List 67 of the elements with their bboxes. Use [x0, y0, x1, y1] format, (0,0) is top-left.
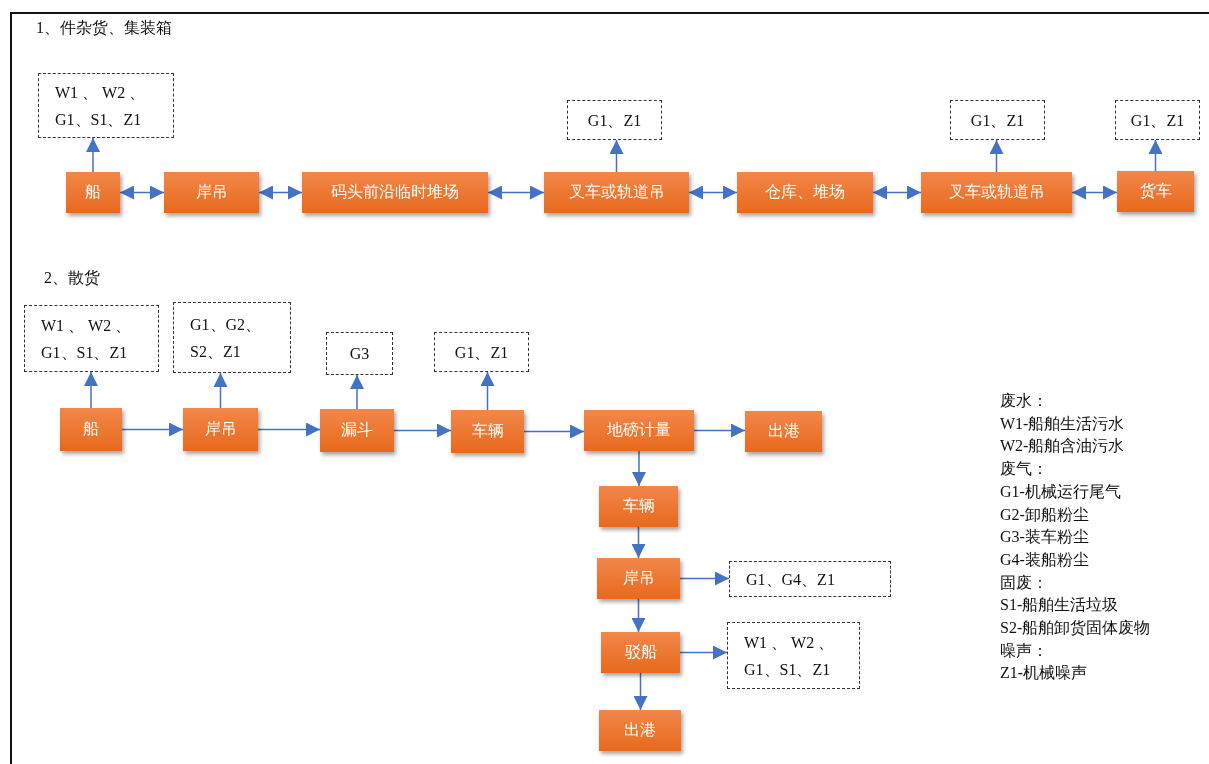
- arrow: [633, 672, 648, 711]
- process-box: 地磅计量: [584, 410, 694, 451]
- arrow: [632, 450, 646, 487]
- arrow: [679, 645, 728, 660]
- process-box: 仓库、堆场: [737, 172, 873, 213]
- arrow: [213, 372, 228, 409]
- emission-box: W1 、 W2 、 G1、S1、Z1: [727, 622, 860, 689]
- process-box: 货车: [1117, 171, 1194, 212]
- arrow: [480, 371, 495, 411]
- arrow: [84, 371, 98, 409]
- arrow: [609, 139, 624, 173]
- emission-box: G1、Z1: [567, 100, 662, 140]
- arrow: [1071, 185, 1118, 200]
- legend-text: W1-船舶生活污水: [1000, 413, 1125, 434]
- arrow: [121, 422, 184, 437]
- legend-text: 固废：: [1000, 572, 1048, 593]
- arrow: [350, 374, 364, 410]
- arrow: [1148, 139, 1163, 172]
- section-heading: 1、件杂货、集装箱: [36, 18, 172, 38]
- legend-text: G1-机械运行尾气: [1000, 481, 1121, 502]
- legend-text: 噪声：: [1000, 640, 1048, 661]
- arrow: [989, 139, 1004, 173]
- process-box: 叉车或轨道吊: [921, 172, 1072, 213]
- legend-text: G4-装船粉尘: [1000, 549, 1089, 570]
- arrow: [693, 423, 746, 438]
- emission-box: G1、Z1: [1115, 100, 1200, 140]
- process-box: 车辆: [599, 486, 678, 527]
- process-box: 船: [66, 172, 120, 213]
- process-box: 船: [60, 408, 122, 451]
- process-box: 漏斗: [320, 409, 394, 452]
- arrow: [631, 526, 646, 559]
- legend-text: 废水：: [1000, 391, 1048, 411]
- legend-text: G3-装车粉尘: [1000, 527, 1089, 548]
- section-heading: 2、散货: [44, 268, 100, 288]
- arrow: [688, 185, 738, 200]
- arrow: [631, 598, 646, 633]
- arrow: [86, 137, 100, 173]
- arrow: [258, 185, 303, 200]
- legend-text: S2-船舶卸货固体废物: [1000, 618, 1151, 638]
- arrow: [487, 185, 545, 200]
- emission-box: G1、G4、Z1: [729, 561, 891, 597]
- process-box: 码头前沿临时堆场: [302, 172, 488, 213]
- emission-box: W1 、 W2 、 G1、S1、Z1: [24, 305, 159, 372]
- arrow: [393, 423, 452, 438]
- arrow: [119, 185, 165, 200]
- legend-text: G2-卸船粉尘: [1000, 504, 1089, 525]
- process-box: 岸吊: [597, 558, 680, 599]
- emission-box: G1、Z1: [950, 100, 1045, 140]
- arrow: [679, 571, 730, 586]
- emission-box: W1 、 W2 、 G1、S1、Z1: [38, 73, 174, 138]
- process-box: 驳船: [601, 632, 680, 673]
- arrow: [523, 424, 585, 439]
- emission-box: G3: [326, 332, 393, 375]
- process-box: 出港: [745, 411, 822, 452]
- arrow: [257, 422, 321, 437]
- process-box: 出港: [599, 710, 681, 751]
- process-box: 岸吊: [183, 408, 258, 451]
- arrow: [872, 185, 922, 200]
- legend-text: Z1-机械噪声: [1000, 663, 1088, 684]
- legend-text: S1-船舶生活垃圾: [1000, 595, 1119, 616]
- emission-box: G1、Z1: [434, 332, 529, 372]
- process-box: 叉车或轨道吊: [544, 172, 689, 213]
- process-box: 车辆: [451, 410, 524, 453]
- emission-box: G1、G2、 S2、Z1: [173, 302, 291, 373]
- process-box: 岸吊: [164, 172, 259, 213]
- legend-text: 废气：: [1000, 459, 1048, 480]
- legend-text: W2-船舶含油污水: [1000, 436, 1125, 457]
